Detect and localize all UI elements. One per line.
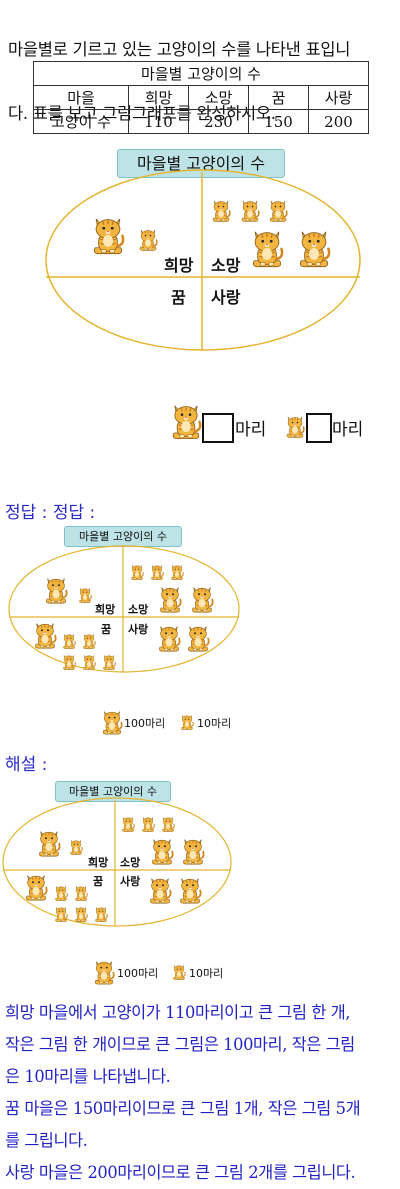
cat-icon-large [181, 836, 205, 866]
answer-box-big[interactable] [202, 413, 234, 443]
answer-graph-title: 마을별 고양이의 수 [64, 526, 182, 547]
answer-region-love: 사랑 [128, 623, 149, 636]
cat-icon-small [69, 838, 83, 856]
table-row-label: 고양이 수 [33, 109, 129, 134]
table-cell: 110 [128, 109, 189, 134]
explanation-region-hope: 희망 [88, 856, 109, 869]
question-line-1: 마을별로 기르고 있는 고양이의 수를 나타낸 표입니 [8, 40, 351, 59]
answer-region-hope: 희망 [95, 603, 116, 616]
cat-icon-small [74, 905, 88, 923]
explanation-label: 해설 : [5, 755, 48, 775]
cat-icon-small [161, 815, 175, 833]
table-title: 마을별 고양이의 수 [33, 61, 369, 86]
answer-region-wish: 소망 [128, 603, 149, 616]
explanation-region-love: 사랑 [120, 875, 141, 888]
explanation-line: 작은 그림 한 개이므로 큰 그림은 100마리, 작은 그림 [5, 1035, 355, 1054]
cat-icon-small [74, 884, 88, 902]
legend-unit-small: 마리 [332, 420, 364, 440]
cat-icon-small [94, 905, 108, 923]
answer-legend-small: 10마리 [197, 717, 232, 730]
cat-icon-large [150, 836, 174, 866]
table-row: 고양이 수 110 230 150 200 [33, 109, 369, 134]
explanation-graph-title: 마을별 고양이의 수 [55, 781, 171, 802]
cat-icon-small [141, 815, 155, 833]
table-header-cell: 사랑 [308, 85, 369, 110]
table-header-cell: 희망 [128, 85, 189, 110]
cat-icon-small [54, 905, 68, 923]
data-table: 마을별 고양이의 수 마을 희망 소망 꿈 사랑 고양이 수 110 230 1… [33, 61, 369, 134]
legend-unit-big: 마리 [235, 420, 267, 440]
region-label-wish: 소망 [211, 256, 241, 275]
explanation-line: 희망 마을에서 고양이가 110마리이고 큰 그림 한 개, [5, 1003, 351, 1022]
region-label-love: 사랑 [211, 288, 241, 307]
explanation-legend-big: 100마리 [117, 967, 159, 980]
explanation-line: 꿈 마을은 150마리이므로 큰 그림 1개, 작은 그림 5개 [5, 1099, 361, 1118]
region-label-hope: 희망 [164, 256, 194, 275]
cat-icon-large [148, 875, 172, 905]
cat-icon-small [172, 963, 186, 981]
cat-icon-large [178, 875, 202, 905]
cat-icon-large [24, 872, 48, 902]
graph-title: 마을별 고양이의 수 [117, 149, 285, 178]
explanation-region-dream: 꿈 [93, 875, 104, 888]
answer-box-small[interactable] [306, 413, 332, 443]
answer-legend-big: 100마리 [124, 717, 166, 730]
explanation-text: 희망 마을에서 고양이가 110마리이고 큰 그림 한 개, 작은 그림 한 개… [5, 997, 397, 1189]
explanation-line: 사랑 마을은 200마리이므로 큰 그림 2개를 그립니다. [5, 1163, 356, 1182]
explanation-line: 은 10마리를 나타냅니다. [5, 1067, 171, 1086]
cat-icon-small [121, 815, 135, 833]
explanation-line: 를 그립니다. [5, 1131, 88, 1150]
answer-label: 정답 : 정답 : [5, 503, 96, 523]
cat-icon-large [37, 828, 61, 858]
explanation-legend-small: 10마리 [189, 967, 224, 980]
explanation-region-wish: 소망 [120, 856, 141, 869]
table-cell: 230 [188, 109, 249, 134]
cat-icon-large [93, 958, 115, 986]
table-header-cell: 마을 [33, 85, 129, 110]
table-cell: 200 [308, 109, 369, 134]
region-label-dream: 꿈 [171, 288, 186, 307]
answer-region-dream: 꿈 [101, 623, 112, 636]
cat-icon-small [54, 884, 68, 902]
